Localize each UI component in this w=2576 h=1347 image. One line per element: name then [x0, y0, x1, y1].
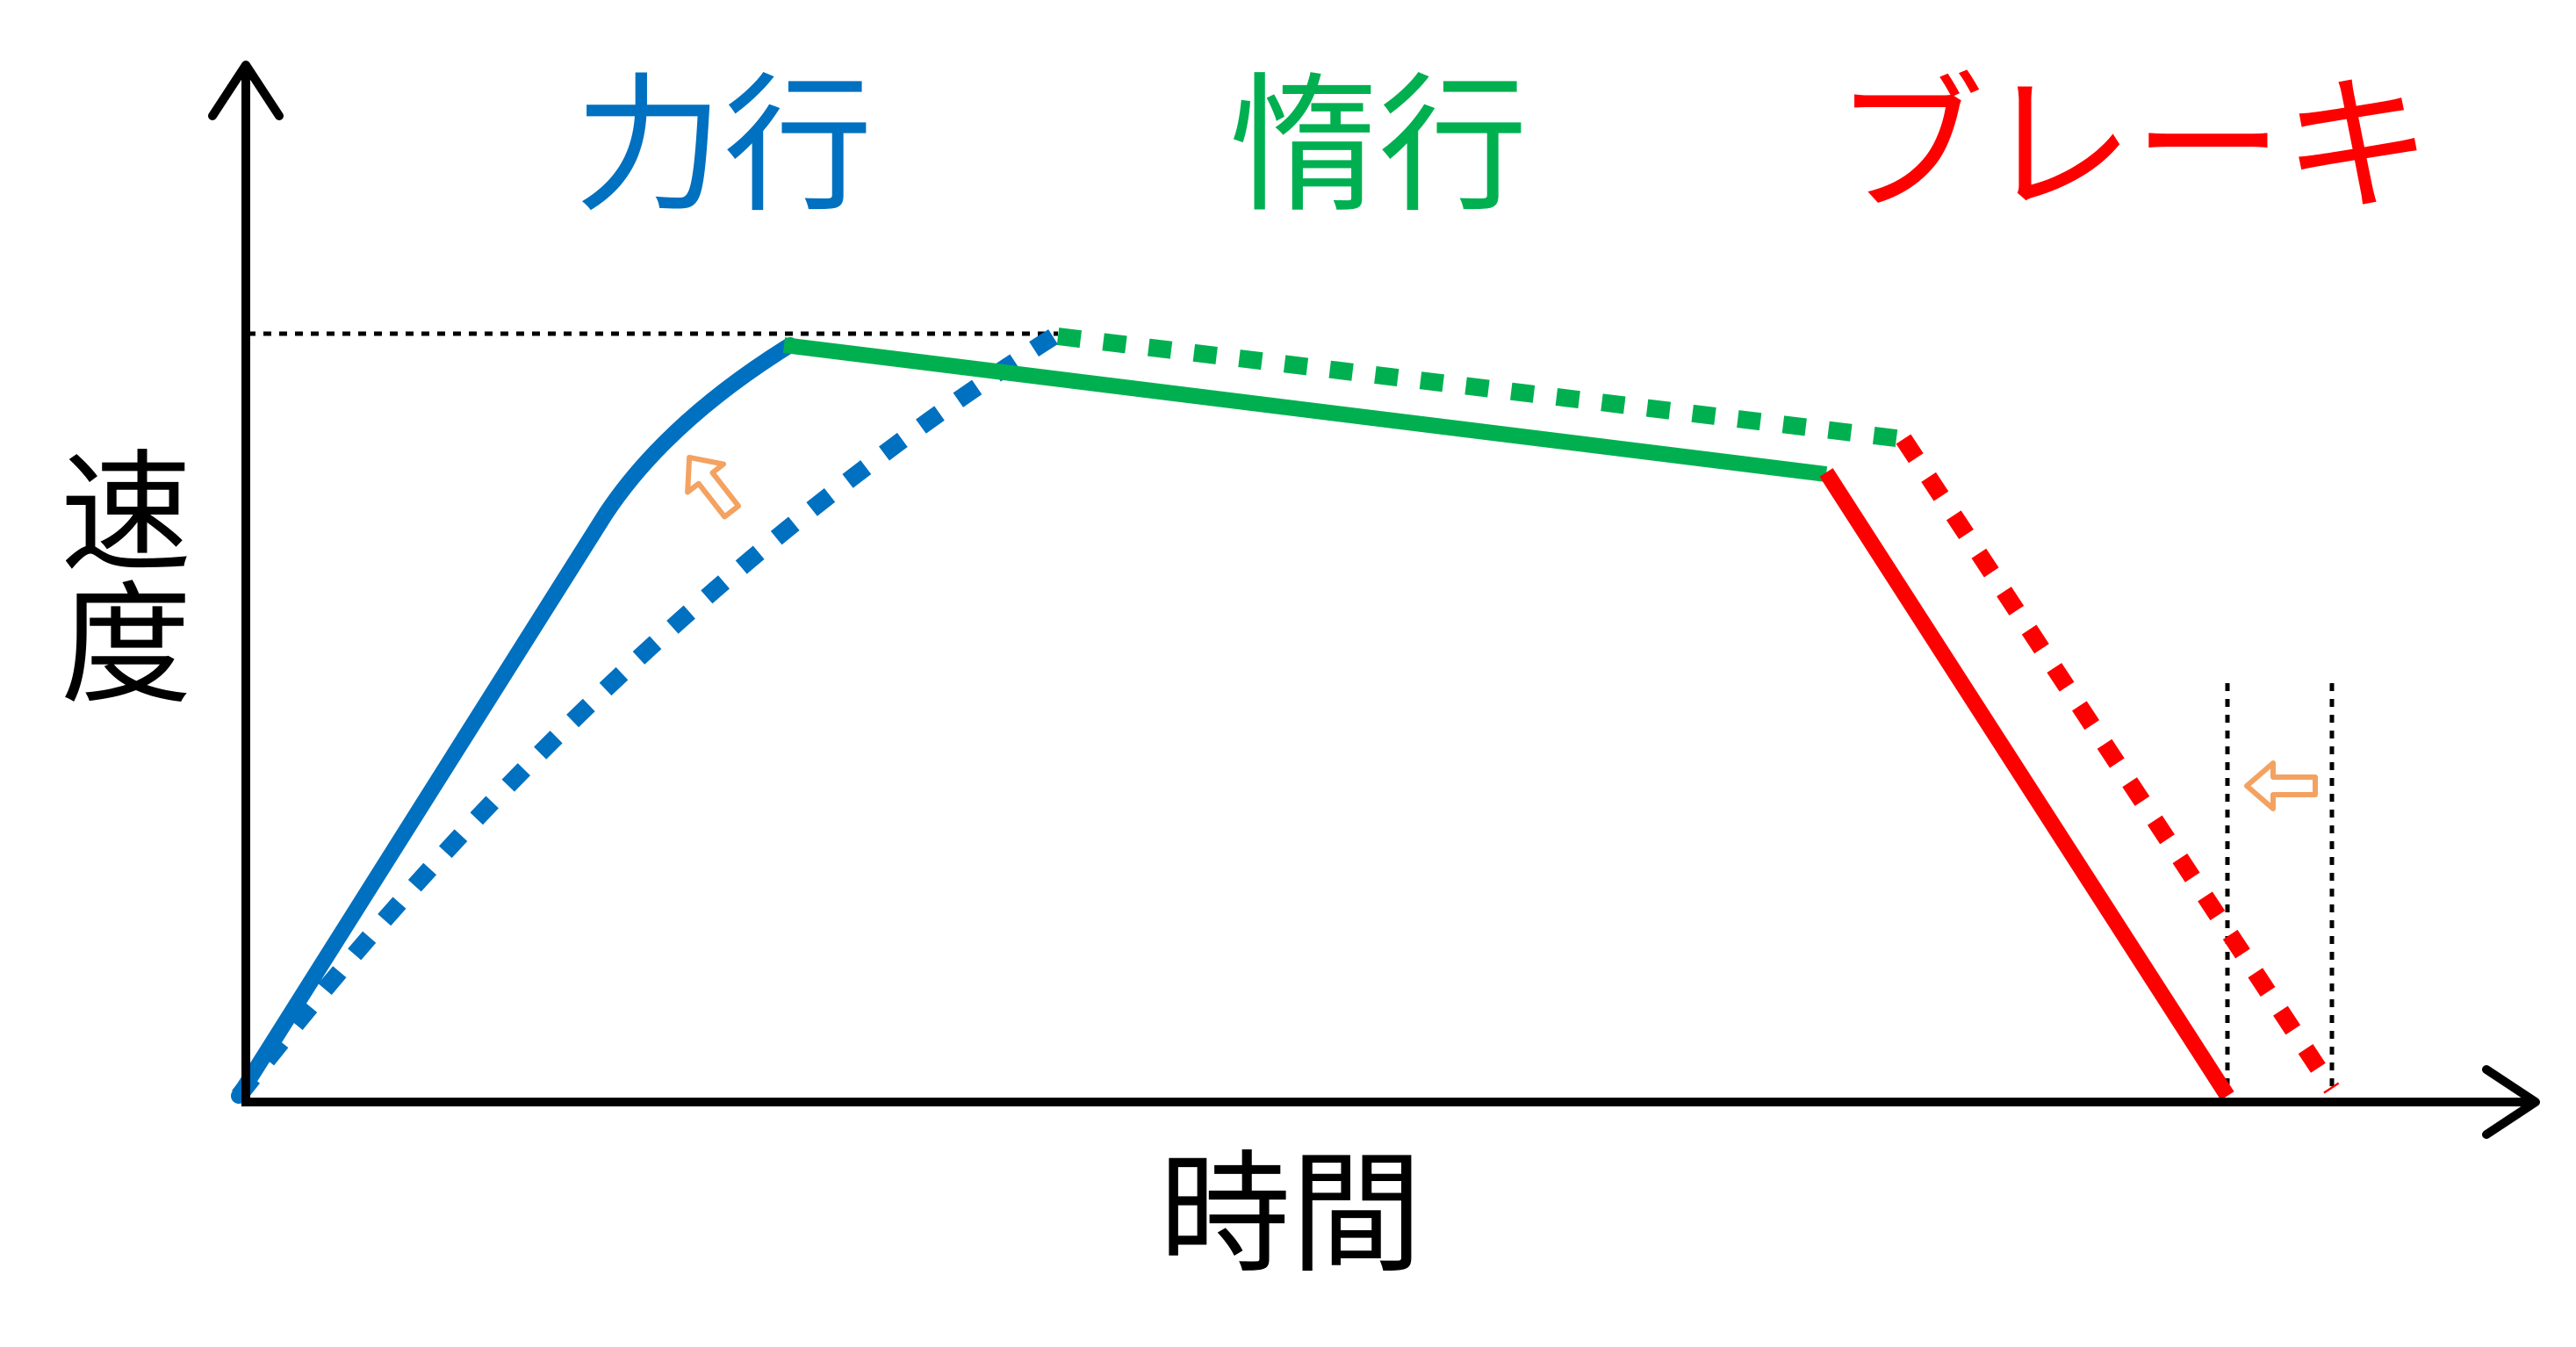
braking-line-solid: [1819, 468, 2234, 1100]
outline-arrow-icon: [685, 454, 742, 520]
phase-label-braking: ブレーキ: [1835, 60, 2432, 234]
y-axis-arrowhead: [208, 61, 284, 120]
x-axis-arrowhead: [2482, 1065, 2540, 1139]
phase-label-powering: 力行: [574, 60, 873, 234]
powering-curve-dotted: [232, 326, 1063, 1102]
coasting-line-solid: [782, 337, 1828, 482]
axes: [208, 61, 2540, 1139]
braking-line-dotted: [1896, 434, 2340, 1094]
outline-arrow-icon: [2244, 760, 2318, 811]
phase-label-coasting: 惰行: [1229, 60, 1528, 234]
y-axis-label: 速度: [38, 443, 191, 707]
powering-curve-solid: [231, 337, 798, 1104]
x-axis-label: 時間: [1159, 1139, 1422, 1292]
coasting-line-dotted: [1056, 328, 1905, 448]
